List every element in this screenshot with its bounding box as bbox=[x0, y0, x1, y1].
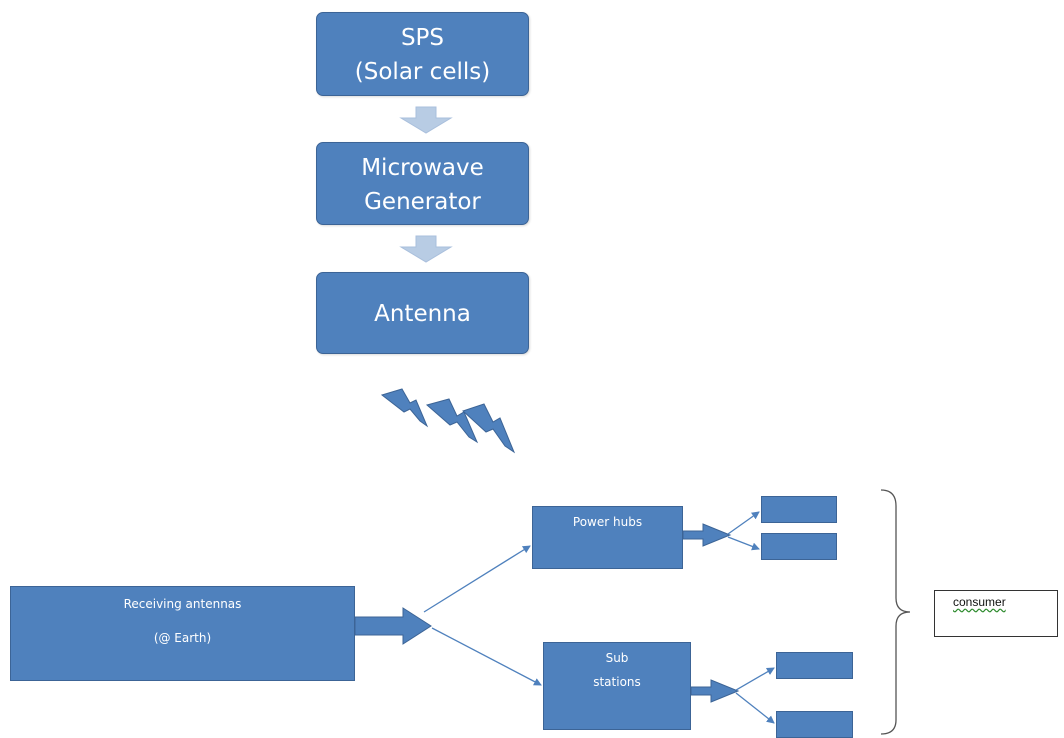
sps-sublabel: (Solar cells) bbox=[354, 59, 491, 85]
power-hub-output-box-1 bbox=[761, 496, 837, 523]
connector-power-hubs-to-box-2 bbox=[727, 536, 760, 551]
sub-station-output-box-1 bbox=[776, 652, 853, 679]
sps-node: SPS (Solar cells) bbox=[316, 12, 529, 96]
connector-sub-stations-to-box-2 bbox=[735, 692, 775, 724]
stations-label: stations bbox=[593, 675, 641, 689]
consumer-bracket bbox=[880, 489, 911, 735]
power-hubs-node: Power hubs bbox=[532, 506, 683, 569]
down-arrow-microwave-to-antenna bbox=[399, 235, 453, 263]
power-hubs-label: Power hubs bbox=[572, 515, 643, 529]
block-arrow-sub-stations bbox=[690, 679, 740, 703]
receiving-antennas-label: Receiving antennas bbox=[123, 597, 242, 611]
consumer-label: consumer bbox=[953, 595, 1006, 609]
power-hub-output-box-2 bbox=[761, 533, 837, 560]
generator-label: Generator bbox=[364, 189, 481, 215]
connector-sub-stations-to-box-1 bbox=[735, 667, 775, 691]
block-arrow-receiving bbox=[354, 607, 432, 645]
sub-stations-node: Sub stations bbox=[543, 642, 691, 730]
microwave-label: Microwave bbox=[361, 155, 484, 181]
connector-to-power-hubs bbox=[423, 545, 531, 613]
consumer-box: consumer bbox=[934, 590, 1058, 637]
connector-to-sub-stations bbox=[431, 627, 542, 686]
sub-label: Sub bbox=[605, 651, 629, 665]
down-arrow-sps-to-microwave bbox=[399, 106, 453, 134]
antenna-node: Antenna bbox=[316, 272, 529, 354]
block-arrow-power-hubs bbox=[682, 523, 732, 547]
lightning-bolt-icon bbox=[380, 388, 516, 454]
receiving-antennas-sublabel: (@ Earth) bbox=[153, 631, 212, 645]
receiving-antennas-node: Receiving antennas (@ Earth) bbox=[10, 586, 355, 681]
antenna-label: Antenna bbox=[374, 301, 471, 327]
sps-label: SPS bbox=[400, 25, 445, 51]
microwave-generator-node: Microwave Generator bbox=[316, 142, 529, 225]
connector-power-hubs-to-box-1 bbox=[727, 511, 760, 535]
